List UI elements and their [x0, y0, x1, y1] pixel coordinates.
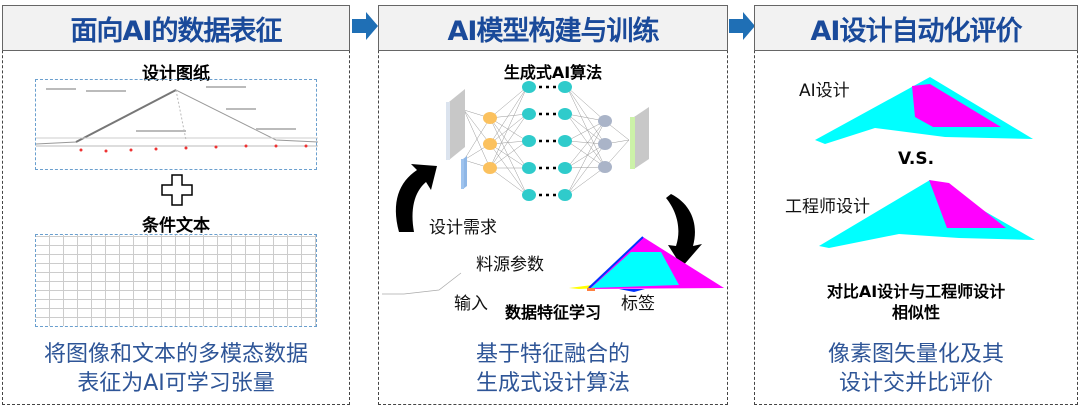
input-label: 输入 — [454, 294, 488, 314]
panel-title: 面向AI的数据表征 — [2, 5, 350, 51]
tag-label: 标签 — [621, 294, 655, 314]
panel-data-representation: 面向AI的数据表征 设计图纸 条件文本 将图像和文本的多模态数据 表征为AI可学… — [2, 5, 350, 405]
feature-label: 数据特征学习 — [504, 303, 601, 322]
flow-arrow-icon — [352, 12, 378, 40]
engineer-design-label: 工程师设计 — [785, 197, 870, 217]
ai-design-shape — [815, 77, 1033, 144]
text-label: 条件文本 — [142, 216, 210, 236]
caption-line1: 基于特征融合的 — [475, 342, 630, 367]
caption-line1: 将图像和文本的多模态数据 — [43, 342, 308, 367]
caption-line1: 像素图矢量化及其 — [827, 342, 1004, 367]
caption-line2: 设计交并比评价 — [838, 371, 993, 396]
neural-network-diagram — [382, 81, 724, 295]
compare-line1: 对比AI设计与工程师设计 — [826, 282, 1006, 301]
engineer-design-shape — [819, 180, 1035, 248]
condition-table-image — [35, 234, 317, 327]
demand-label: 设计需求 — [429, 218, 497, 238]
panel-title: AI模型构建与训练 — [378, 5, 728, 51]
algorithm-label: 生成式AI算法 — [503, 63, 603, 82]
compare-line2: 相似性 — [891, 303, 940, 322]
caption-line2: 生成式设计算法 — [475, 371, 630, 396]
panel-model-training: AI模型构建与训练 生成式AI算法 设计需求 料源参数 输入 标签 — [378, 5, 728, 405]
output-layer — [630, 107, 649, 169]
caption-line2: 表征为AI可学习张量 — [77, 371, 275, 396]
panel-auto-evaluation: AI设计自动化评价 AI设计 V.S. 工程师设计 对比AI设计与工程师设计 相… — [754, 5, 1078, 405]
curved-arrow-up-icon — [395, 164, 437, 232]
input-layer — [446, 89, 467, 189]
vs-label: V.S. — [897, 149, 935, 169]
ai-design-label: AI设计 — [799, 81, 850, 101]
curved-arrow-down-icon — [666, 194, 702, 267]
plus-icon — [161, 174, 193, 206]
dam-drawing — [35, 86, 319, 153]
design-drawing-image — [35, 79, 319, 170]
material-label: 料源参数 — [476, 255, 544, 275]
flow-arrow-icon — [729, 12, 755, 40]
panel-title: AI设计自动化评价 — [754, 5, 1078, 51]
